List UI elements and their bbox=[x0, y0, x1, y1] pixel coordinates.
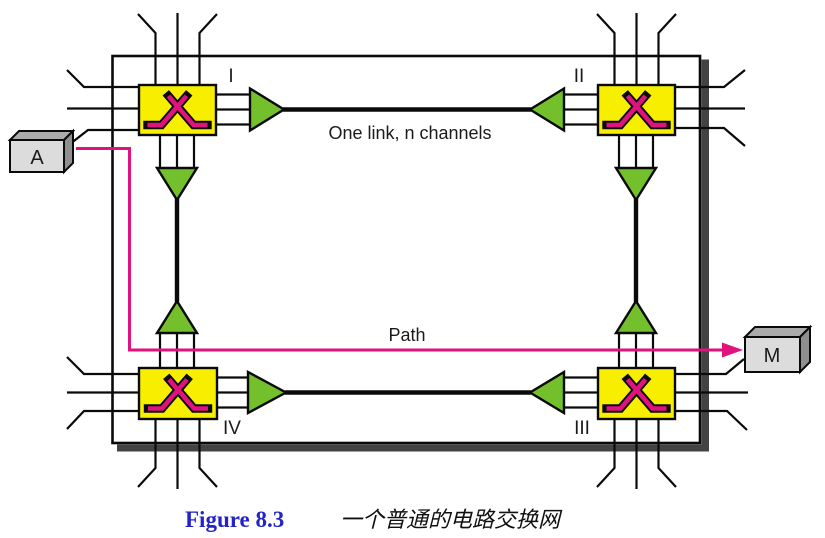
mux-triangle-icon bbox=[246, 369, 289, 416]
network-boundary-shadow bbox=[117, 59, 709, 452]
path-label: Path bbox=[388, 325, 425, 345]
switch-2 bbox=[596, 83, 677, 137]
mux-triangle-icon bbox=[613, 166, 659, 203]
switch-3-external-lines bbox=[596, 358, 748, 489]
trunk-links bbox=[174, 107, 639, 395]
switch-mux-channel-lines bbox=[158, 93, 655, 409]
mux-triangle-icon bbox=[613, 298, 659, 335]
circuit-path bbox=[76, 147, 743, 358]
switch-2-label: II bbox=[574, 66, 585, 87]
switch-3 bbox=[596, 366, 677, 421]
switch-4-external-lines bbox=[66, 356, 218, 489]
switch-3-label: III bbox=[574, 418, 590, 439]
figure-title: 一个普通的电路交换网 bbox=[340, 507, 563, 532]
network-boundary bbox=[111, 54, 702, 445]
mux-triangle-icon bbox=[527, 86, 566, 133]
switch-2-external-lines bbox=[596, 13, 746, 147]
switch-4 bbox=[137, 366, 219, 421]
path-arrowhead-icon bbox=[722, 342, 743, 358]
multiplexers bbox=[154, 86, 659, 416]
device-m-label: M bbox=[764, 345, 781, 367]
device-a: A bbox=[7, 128, 76, 175]
device-a-label: A bbox=[30, 147, 44, 169]
mux-triangle-icon bbox=[527, 369, 566, 416]
switch-4-label: IV bbox=[223, 418, 241, 439]
link-label: One link, n channels bbox=[328, 123, 491, 143]
switch-1-label: I bbox=[228, 66, 233, 87]
figure-number: Figure 8.3 bbox=[185, 507, 284, 532]
figure-caption: Figure 8.3 一个普通的电路交换网 bbox=[185, 507, 563, 532]
switch-1-external-lines bbox=[66, 13, 218, 145]
switch-1 bbox=[137, 83, 218, 137]
mux-triangle-icon bbox=[248, 86, 287, 133]
mux-triangle-icon bbox=[154, 298, 200, 335]
mux-triangle-icon bbox=[154, 166, 200, 203]
device-m: M bbox=[742, 324, 813, 375]
